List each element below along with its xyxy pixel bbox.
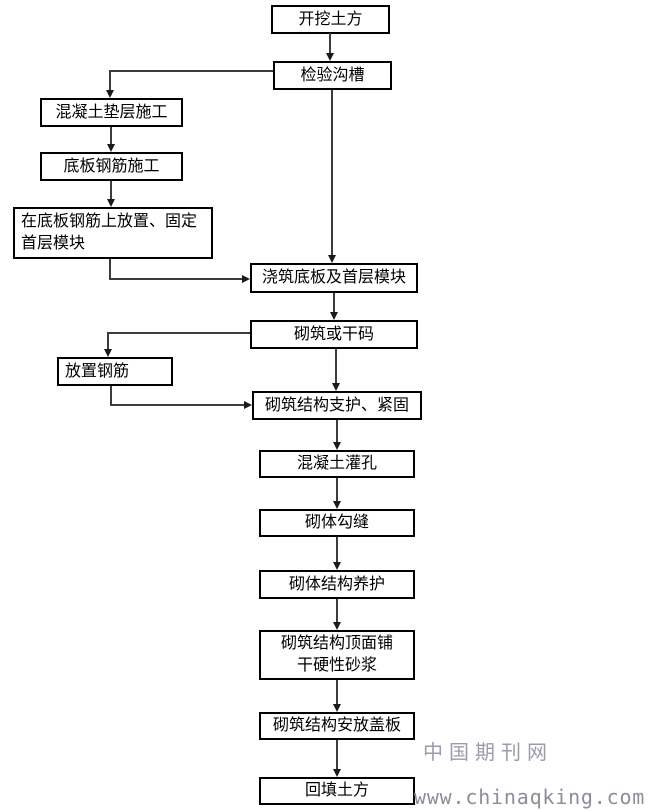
connector-placerebar-support-h: [110, 404, 244, 406]
node-cover-plate: 砌筑结构安放盖板: [259, 712, 415, 740]
connector-inspect-pour: [331, 90, 333, 255]
arrowhead-cushion-rebar: [107, 144, 115, 152]
connector-curing-mortar: [336, 599, 338, 622]
node-base-slab-rebar: 底板钢筋施工: [40, 152, 183, 181]
connector-placefix-pour-h: [109, 278, 242, 280]
node-concrete-cushion: 混凝土垫层施工: [40, 98, 183, 127]
connector-inspect-cushion-h: [109, 70, 273, 72]
connector-rebar-placefix: [110, 181, 112, 199]
arrowhead-mortar-cover: [333, 704, 341, 712]
arrowhead-support-grouting: [333, 442, 341, 450]
arrowhead-inspect-cushion: [106, 90, 114, 98]
arrowhead-cover-backfill: [333, 769, 341, 777]
watermark-site-url: www.chinaqking.com: [414, 785, 646, 809]
arrowhead-placefix-pour: [242, 275, 250, 283]
arrowhead-jointing-curing: [333, 562, 341, 570]
arrowhead-grouting-jointing: [333, 501, 341, 509]
node-inspect-trench: 检验沟槽: [273, 61, 392, 90]
connector-placerebar-support-v: [110, 386, 112, 406]
watermark-site-name: 中国期刊网: [423, 742, 553, 764]
node-place-rebar: 放置钢筋: [57, 357, 173, 386]
arrowhead-rebar-placefix: [107, 199, 115, 207]
connector-grouting-jointing: [336, 478, 338, 501]
connector-mortar-cover: [336, 680, 338, 704]
arrowhead-placerebar-support: [244, 401, 252, 409]
connector-masonry-support: [335, 349, 337, 383]
arrowhead-excavate-inspect: [326, 53, 334, 61]
connector-excavate-inspect: [329, 33, 331, 53]
node-place-fix-first-layer: 在底板钢筋上放置、固定 首层模块: [13, 207, 213, 259]
connector-pour-masonry: [333, 293, 335, 312]
node-top-mortar: 砌筑结构顶面铺 干硬性砂浆: [259, 630, 415, 680]
node-backfill: 回填土方: [259, 777, 415, 805]
connector-jointing-curing: [336, 537, 338, 562]
arrowhead-pour-masonry: [330, 312, 338, 320]
connector-masonry-placerebar-h: [107, 332, 250, 334]
connector-placefix-pour-v: [109, 259, 111, 280]
connector-support-grouting: [336, 420, 338, 442]
node-pour-base-slab: 浇筑底板及首层模块: [250, 263, 418, 293]
node-concrete-grouting: 混凝土灌孔: [259, 450, 415, 478]
node-support-fasten: 砌筑结构支护、紧固: [252, 391, 422, 420]
node-masonry-jointing: 砌体勾缝: [259, 509, 415, 537]
arrowhead-masonry-support: [332, 383, 340, 391]
node-excavate: 开挖土方: [271, 5, 390, 34]
arrowhead-curing-mortar: [333, 622, 341, 630]
connector-cover-backfill: [336, 740, 338, 769]
connector-inspect-cushion-v: [109, 70, 111, 90]
node-masonry-or-drystack: 砌筑或干码: [250, 320, 418, 349]
arrowhead-masonry-placerebar: [104, 349, 112, 357]
connector-masonry-placerebar-v: [107, 332, 109, 349]
arrowhead-inspect-pour: [328, 255, 336, 263]
connector-cushion-rebar: [110, 127, 112, 144]
node-masonry-curing: 砌体结构养护: [259, 570, 415, 599]
